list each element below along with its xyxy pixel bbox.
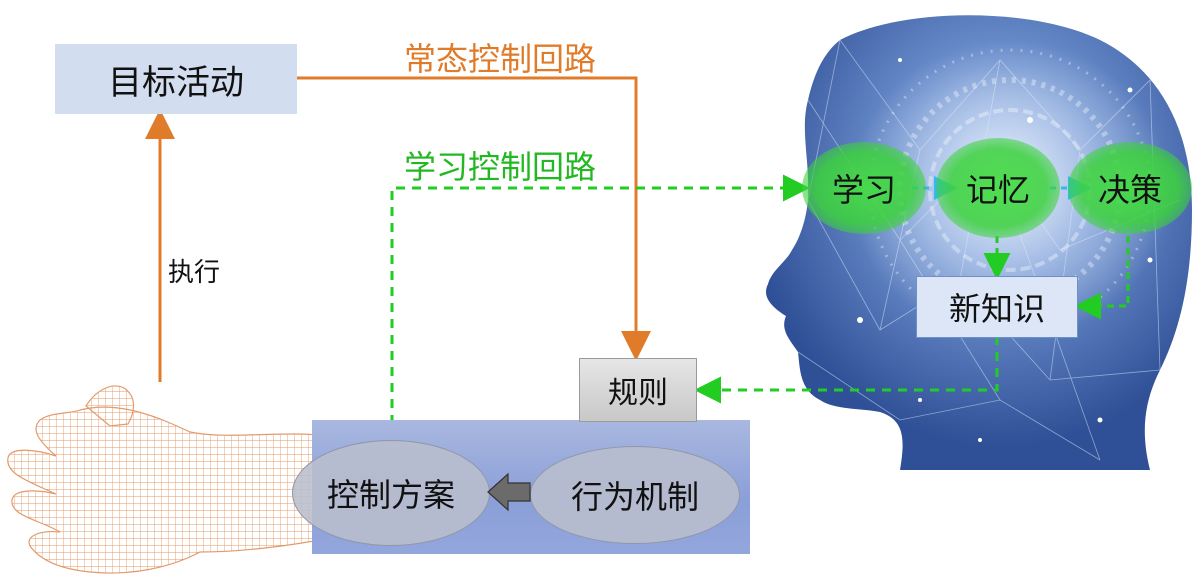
mechanism-to-scheme-arrow	[487, 472, 531, 512]
decision-node: 决策	[1068, 142, 1192, 234]
new-knowledge-box: 新知识	[916, 276, 1078, 338]
rule-box: 规则	[579, 358, 697, 422]
hand-palm	[7, 406, 330, 574]
target-activity-box: 目标活动	[55, 44, 297, 114]
learning-loop-line	[390, 174, 810, 440]
execute-label: 执行	[168, 258, 221, 288]
decision-to-knowledge-arrow	[1074, 236, 1130, 320]
knowledge-to-rule-arrow	[694, 336, 999, 404]
behavior-mechanism-node: 行为机制	[530, 446, 740, 544]
learning-loop-label: 学习控制回路	[404, 148, 597, 186]
hand-illustration	[7, 385, 330, 574]
learn-node: 学习	[802, 142, 926, 234]
normal-loop-label: 常态控制回路	[404, 40, 597, 78]
control-scheme-node: 控制方案	[292, 440, 490, 546]
normal-loop-line	[297, 76, 651, 361]
hand-thumb	[85, 385, 135, 427]
memory-node: 记忆	[936, 138, 1060, 238]
